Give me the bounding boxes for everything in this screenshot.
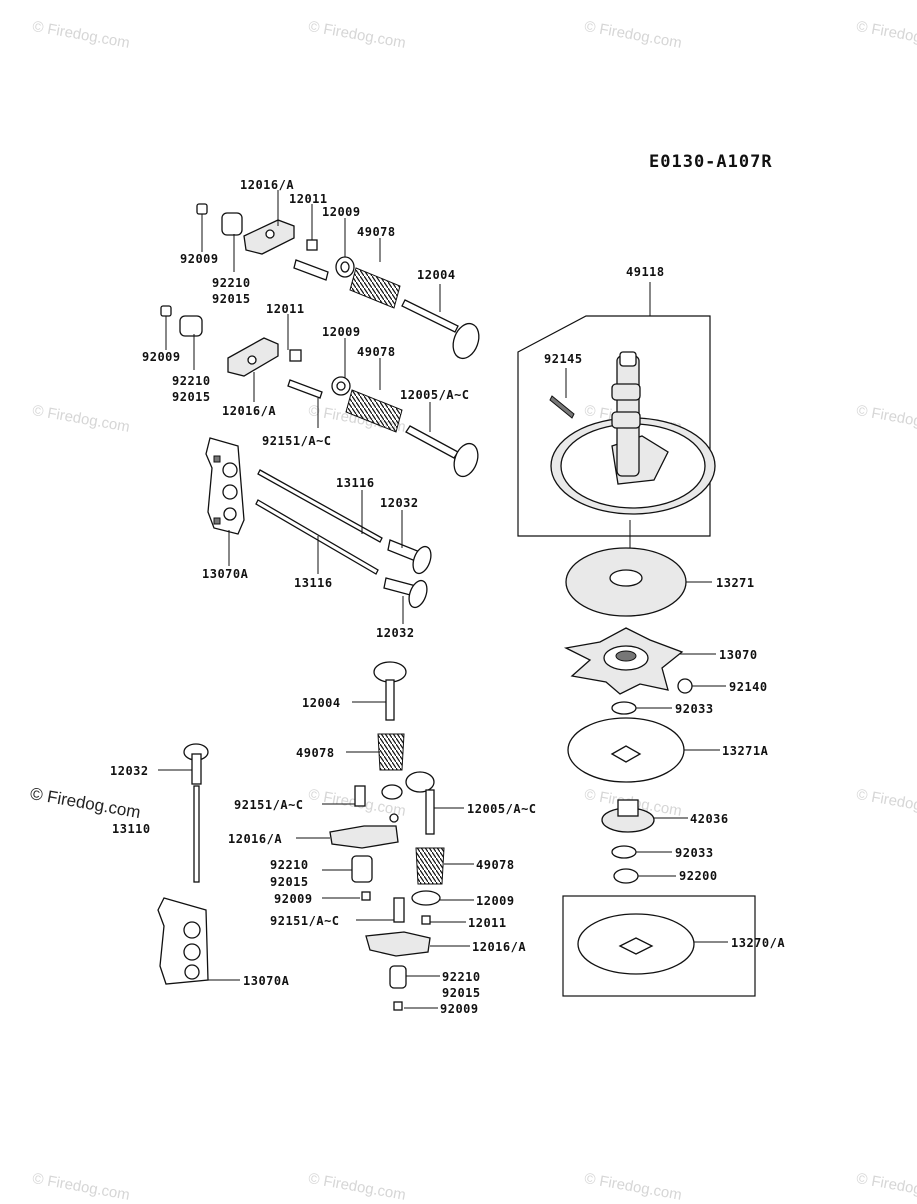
part-label: 12009 bbox=[476, 894, 515, 908]
part-label: 13270/A bbox=[731, 936, 786, 950]
push-rods bbox=[255, 469, 432, 609]
part-label: 92200 bbox=[679, 869, 718, 883]
part-label: 12009 bbox=[322, 325, 361, 339]
part-label: 49078 bbox=[357, 225, 396, 239]
part-label: 92009 bbox=[274, 892, 313, 906]
leader-lines bbox=[158, 190, 728, 1009]
part-label: 13070 bbox=[719, 648, 758, 662]
part-label: 92015 bbox=[270, 875, 309, 889]
part-label: 92140 bbox=[729, 680, 768, 694]
part-label: 92210 bbox=[442, 970, 481, 984]
part-label: 12009 bbox=[322, 205, 361, 219]
part-label: 92009 bbox=[142, 350, 181, 364]
valve-spring-upper bbox=[335, 256, 480, 360]
plate-13070a-upper bbox=[205, 437, 245, 535]
part-label: 12011 bbox=[289, 192, 328, 206]
part-label: 13070A bbox=[243, 974, 290, 988]
part-label: 13271 bbox=[716, 576, 755, 590]
part-label: 13271A bbox=[722, 744, 769, 758]
part-label: 49078 bbox=[296, 746, 335, 760]
part-label: 92033 bbox=[675, 846, 714, 860]
part-label: 12032 bbox=[380, 496, 419, 510]
part-label: 13070A bbox=[202, 567, 249, 581]
part-label: 13116 bbox=[294, 576, 333, 590]
part-label: 92151/A~C bbox=[234, 798, 304, 812]
part-label: 92210 bbox=[270, 858, 309, 872]
part-label: 12016/A bbox=[472, 940, 527, 954]
part-label: 12005/A~C bbox=[467, 802, 537, 816]
part-label: 92145 bbox=[544, 352, 583, 366]
part-label: 92015 bbox=[212, 292, 251, 306]
part-label: 12032 bbox=[110, 764, 149, 778]
rocker-arm-upper bbox=[196, 203, 329, 281]
part-label: 12032 bbox=[376, 626, 415, 640]
part-label: 13110 bbox=[112, 822, 151, 836]
plate-13270a-box bbox=[562, 895, 756, 997]
part-label: 92009 bbox=[440, 1002, 479, 1016]
part-label: 13116 bbox=[336, 476, 375, 490]
rocker-arm-middle bbox=[160, 305, 323, 399]
part-label: 12004 bbox=[302, 696, 341, 710]
part-label: 92151/A~C bbox=[262, 434, 332, 448]
part-label: 92210 bbox=[172, 374, 211, 388]
part-label: 92033 bbox=[675, 702, 714, 716]
valve-spring-middle bbox=[331, 376, 479, 478]
part-label: 42036 bbox=[690, 812, 729, 826]
plate-13271a bbox=[567, 717, 685, 783]
part-label: 92009 bbox=[180, 252, 219, 266]
part-label: 49078 bbox=[357, 345, 396, 359]
part-label: 12016/A bbox=[228, 832, 283, 846]
sleeve-42036 bbox=[601, 799, 655, 884]
part-label: 12011 bbox=[266, 302, 305, 316]
valve-stack-lower bbox=[329, 661, 445, 1011]
part-label: 12004 bbox=[417, 268, 456, 282]
part-label: 12011 bbox=[468, 916, 507, 930]
plate-13271 bbox=[565, 547, 687, 617]
diagram-code: E0130-A107R bbox=[649, 152, 773, 172]
part-label: 12016/A bbox=[240, 178, 295, 192]
part-label: 92151/A~C bbox=[270, 914, 340, 928]
part-label: 92015 bbox=[172, 390, 211, 404]
part-label: 12016/A bbox=[222, 404, 277, 418]
governor-weight-13070 bbox=[563, 627, 693, 715]
camshaft-assembly bbox=[517, 315, 716, 576]
part-label: 12005/A~C bbox=[400, 388, 470, 402]
part-label: 92210 bbox=[212, 276, 251, 290]
plate-13070a-lower bbox=[157, 897, 209, 985]
push-rod-lower bbox=[183, 743, 209, 883]
part-label: 49118 bbox=[626, 265, 665, 279]
part-label: 92015 bbox=[442, 986, 481, 1000]
part-label: 49078 bbox=[476, 858, 515, 872]
